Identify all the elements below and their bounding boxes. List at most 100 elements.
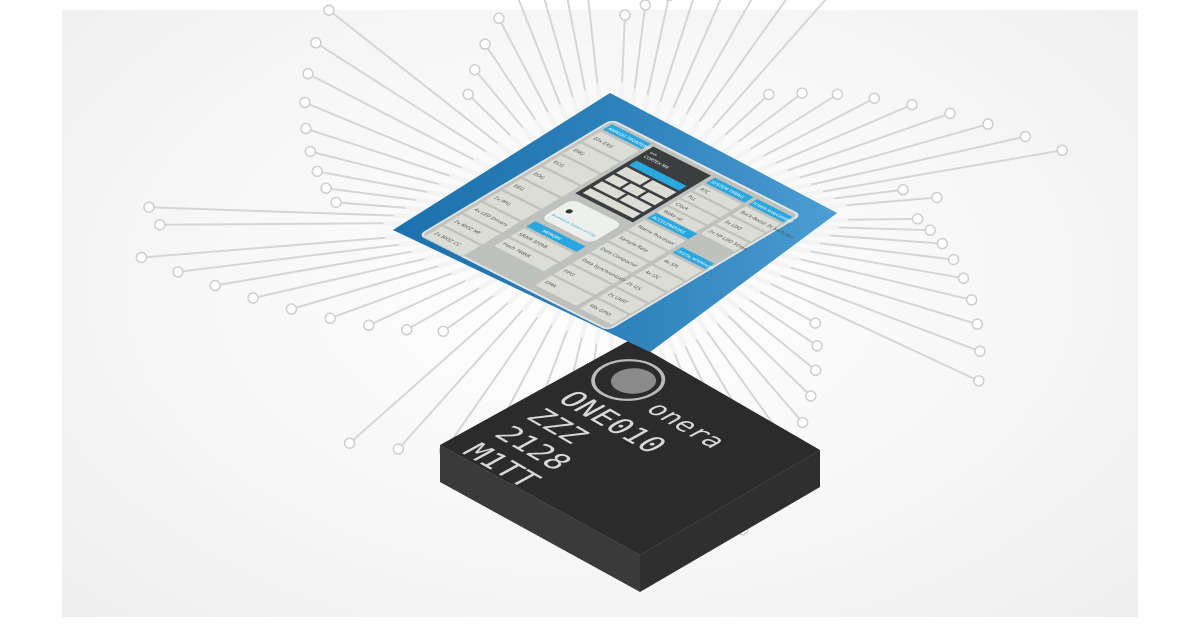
trace-pad-icon	[304, 145, 317, 158]
circuit-trace	[677, 0, 753, 130]
chip-pin	[465, 270, 486, 283]
chip-pin	[741, 280, 761, 294]
trace-pad-icon	[392, 443, 405, 455]
chip-pin	[800, 189, 823, 198]
chip-pin	[694, 314, 708, 333]
chip-pin	[394, 213, 418, 219]
die-block	[731, 205, 782, 233]
package-side-left	[440, 445, 640, 592]
die-block-label: ECG	[551, 160, 566, 168]
circuit-trace	[705, 309, 804, 424]
chip-pin	[709, 133, 726, 150]
trace-pad-icon	[209, 279, 221, 292]
chip-pin	[743, 154, 764, 168]
trace-pad-icon	[320, 182, 332, 194]
cpu-subblock	[639, 192, 664, 206]
trace-pad-icon	[974, 345, 986, 358]
circuit-trace	[808, 232, 943, 245]
chip-pin	[507, 288, 524, 305]
chip-pin	[595, 83, 602, 103]
svg-text:arm: arm	[648, 151, 658, 156]
circuit-trace	[141, 235, 406, 259]
die-block	[692, 184, 743, 211]
die-block	[634, 264, 685, 292]
circuit-trace	[587, 0, 601, 100]
circuit-trace	[752, 274, 980, 382]
trace-pad-icon	[906, 98, 918, 111]
die-block	[668, 198, 719, 226]
die-block	[502, 178, 561, 210]
trace-pad-icon	[931, 191, 943, 204]
die-block	[562, 142, 621, 174]
cpu-subblock	[593, 181, 626, 199]
chip-pin	[815, 224, 839, 230]
trace-pad-icon	[323, 4, 335, 16]
chip-pin	[789, 182, 812, 192]
chip-pin	[398, 239, 422, 247]
circuit-trace	[517, 0, 568, 121]
chip-pin	[630, 88, 637, 108]
chip-pin	[698, 126, 714, 144]
circuit-trace	[368, 271, 484, 327]
trace-pad-icon	[947, 253, 960, 266]
circuit-trace	[543, 0, 579, 114]
chip-pin	[385, 233, 409, 241]
trace-pad-icon	[462, 88, 474, 101]
chip-pin	[686, 120, 701, 138]
chip-pin	[797, 238, 820, 246]
trace-pad-icon	[311, 165, 324, 178]
badge-logo-icon	[565, 209, 573, 214]
circuit-trace	[566, 0, 590, 107]
circuit-trace	[291, 259, 458, 311]
circuit-trace	[643, 0, 670, 112]
trace-pad-icon	[924, 224, 936, 236]
trace-pad-icon	[911, 213, 924, 225]
die-block	[542, 154, 601, 186]
trace-pad-icon	[363, 319, 375, 332]
chip-pin	[823, 202, 847, 210]
die-block-label: PLL	[685, 195, 698, 202]
chip-pin	[509, 134, 526, 151]
die-block	[423, 225, 482, 257]
die-block	[581, 130, 640, 162]
circuit-trace	[159, 222, 404, 226]
trace-pad-icon	[285, 303, 298, 315]
chip-pin	[546, 111, 559, 130]
die-block	[680, 191, 731, 218]
chip-pin	[787, 245, 811, 254]
die-block	[608, 230, 668, 263]
chip-pin	[405, 205, 429, 212]
trace-pad-icon	[796, 87, 808, 99]
trace-pad-icon	[763, 88, 775, 101]
circuit-trace	[148, 206, 415, 218]
trace-pad-icon	[479, 38, 491, 50]
trace-pad-icon	[957, 272, 970, 285]
trace-pad-icon	[310, 36, 322, 49]
circuit-trace	[397, 296, 536, 450]
die-block	[652, 253, 704, 281]
trace-pad-icon	[936, 237, 949, 250]
circuit-trace	[498, 17, 557, 128]
die-block	[493, 237, 559, 272]
chip-pin	[579, 319, 589, 338]
trace-pad-icon	[944, 107, 956, 120]
circuit-trace	[484, 43, 546, 135]
die-block-label: 4x I2C	[643, 270, 663, 280]
die-block	[482, 190, 541, 222]
die-block	[715, 215, 766, 243]
die-block	[522, 166, 581, 198]
die-block-label: RTC	[697, 188, 711, 196]
chip-pin	[583, 90, 591, 110]
circuit-trace	[802, 149, 1063, 196]
circuit-trace	[745, 97, 875, 166]
trace-pad-icon	[343, 437, 356, 449]
die-block-label: EMG	[571, 148, 586, 156]
chip-pin	[427, 189, 450, 199]
circuit-trace	[443, 302, 549, 452]
chip-pin	[536, 300, 550, 319]
chip-pin	[534, 119, 548, 137]
trace-pad-icon	[796, 416, 809, 429]
circuit-trace	[252, 253, 445, 299]
